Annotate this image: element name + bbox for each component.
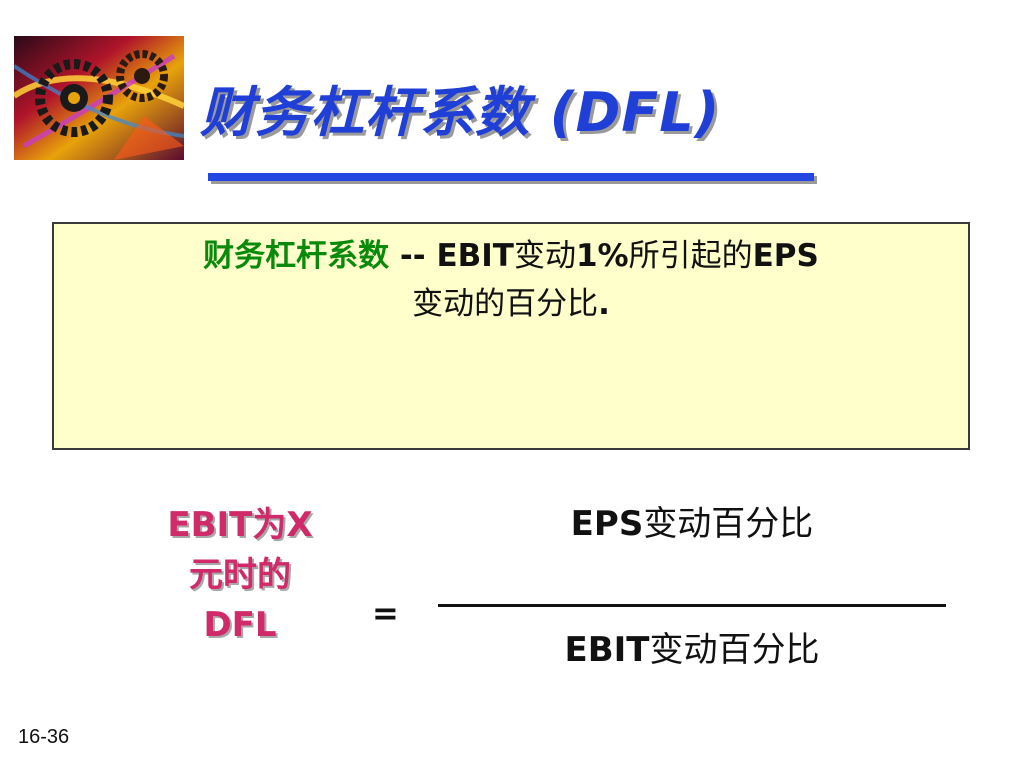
definition-box: 财务杠杆系数 -- EBIT变动1%所引起的EPS 变动的百分比. — [52, 222, 970, 450]
definition-dashes: -- — [389, 238, 437, 274]
definition-text-caused: 所引起的 — [628, 238, 753, 274]
formula-lhs-line-1: EBIT为X — [167, 505, 313, 545]
denominator-ebit: EBIT — [564, 630, 650, 670]
formula-lhs-line-2: 元时的 — [189, 555, 291, 595]
numerator-eps: EPS — [570, 504, 644, 544]
definition-ebit: EBIT — [436, 238, 514, 274]
definition-eps: EPS — [752, 238, 819, 274]
gears-collage-icon — [14, 36, 184, 160]
fraction-denominator: EBIT变动百分比 — [438, 622, 946, 671]
equals-sign: = — [372, 594, 399, 632]
denominator-text: 变动百分比 — [649, 630, 820, 670]
numerator-text: 变动百分比 — [643, 504, 814, 544]
definition-line-1: 财务杠杆系数 -- EBIT变动1%所引起的EPS — [54, 232, 968, 280]
definition-term: 财务杠杆系数 — [203, 238, 390, 274]
fraction-bar — [438, 604, 946, 607]
definition-period: . — [598, 286, 610, 322]
definition-percent: 1% — [575, 238, 629, 274]
definition-text-change: 变动 — [513, 238, 576, 274]
definition-line-2: 变动的百分比. — [54, 280, 968, 328]
slide-number: 16-36 — [18, 726, 70, 748]
page-title: 财务杠杆系数 (DFL) — [200, 81, 721, 144]
definition-line-2-text: 变动的百分比 — [412, 286, 599, 322]
title-underline — [208, 173, 814, 181]
formula-lhs: EBIT为X 元时的 DFL — [140, 500, 340, 650]
fraction-numerator: EPS变动百分比 — [438, 496, 946, 545]
formula-lhs-line-3: DFL — [203, 605, 277, 645]
